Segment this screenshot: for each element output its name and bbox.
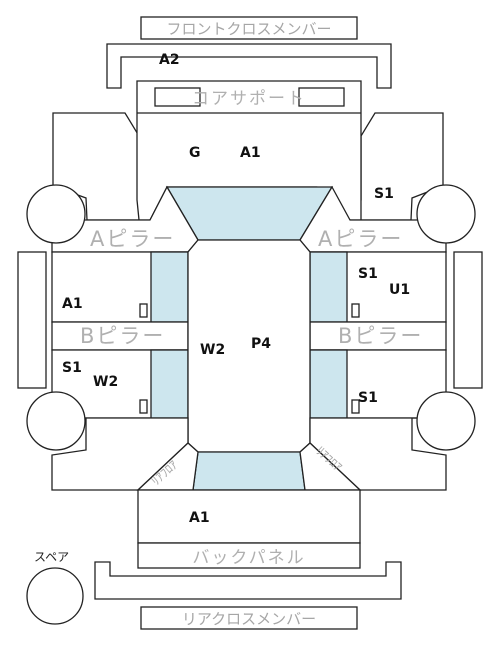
- b-pillar-left-label: Bピラー: [80, 324, 165, 348]
- right-rear-quarter[interactable]: [309, 417, 447, 491]
- core-support-label: コアサポート: [192, 89, 306, 109]
- b-pillar-left[interactable]: [51, 321, 189, 351]
- code-roof-w: W2: [200, 342, 225, 358]
- left-front-tire[interactable]: [26, 184, 86, 244]
- trunk-lid[interactable]: [137, 489, 361, 544]
- rear-cross-member-label: リアクロスメンバー: [182, 610, 316, 628]
- code-roof-p: P4: [251, 336, 271, 352]
- left-rear-door-handle[interactable]: [139, 399, 148, 414]
- right-side-step[interactable]: [453, 251, 483, 389]
- code-left-front-door: A1: [62, 296, 83, 312]
- front-cross-member[interactable]: フロントクロスメンバー: [140, 16, 358, 40]
- b-pillar-right-label: Bピラー: [338, 324, 423, 348]
- code-front-member: A2: [159, 52, 180, 68]
- front-member[interactable]: [106, 43, 392, 89]
- right-front-door-handle[interactable]: [351, 303, 360, 318]
- left-headlight[interactable]: [154, 87, 201, 107]
- code-trunk: A1: [189, 510, 210, 526]
- code-bonnet-a: A1: [240, 145, 261, 161]
- code-left-rear-door-w: W2: [93, 374, 118, 390]
- left-rear-quarter[interactable]: [51, 417, 189, 491]
- a-pillar-left-label: Aピラー: [90, 227, 175, 251]
- right-rear-tire[interactable]: [416, 391, 476, 451]
- a-pillar-right-label: Aピラー: [318, 227, 403, 251]
- left-rear-tire[interactable]: [26, 391, 86, 451]
- rear-cross-member[interactable]: リアクロスメンバー: [140, 606, 358, 630]
- code-bonnet-g: G: [189, 145, 201, 161]
- left-front-window: [150, 251, 189, 323]
- code-right-front-door-s: S1: [358, 266, 378, 282]
- right-rear-door-handle[interactable]: [351, 399, 360, 414]
- left-front-door-handle[interactable]: [139, 303, 148, 318]
- code-right-front-door-u: U1: [389, 282, 410, 298]
- b-pillar-right[interactable]: [309, 321, 447, 351]
- code-front-right-fender: S1: [374, 186, 394, 202]
- right-front-tire[interactable]: [416, 184, 476, 244]
- left-side-step[interactable]: [17, 251, 47, 389]
- right-front-window: [309, 251, 348, 323]
- front-cross-member-label: フロントクロスメンバー: [166, 20, 331, 38]
- rear-window[interactable]: [192, 451, 306, 491]
- spare-tire[interactable]: [26, 567, 84, 625]
- back-panel-label: バックパネル: [192, 548, 305, 568]
- left-rear-window: [150, 349, 189, 419]
- back-panel[interactable]: [137, 542, 361, 569]
- right-rear-window: [309, 349, 348, 419]
- spare-tire-label: スペア: [34, 550, 69, 564]
- right-headlight[interactable]: [298, 87, 345, 107]
- code-right-rear-door: S1: [358, 390, 378, 406]
- code-left-rear-door-s: S1: [62, 360, 82, 376]
- rear-member[interactable]: [94, 561, 402, 600]
